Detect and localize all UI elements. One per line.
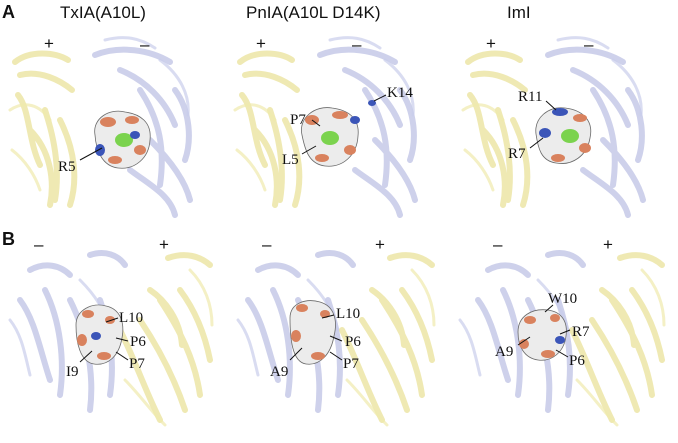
residue-label-l10: L10	[119, 310, 143, 326]
residue-label-r5: R5	[58, 159, 76, 175]
residue-label-k14: K14	[387, 85, 413, 101]
residue-label-p7: P7	[129, 356, 145, 372]
column-title-txia: TxIA(A10L)	[60, 3, 146, 22]
residue-label-i9: I9	[66, 364, 79, 380]
plus-subunit-ribbon	[461, 50, 531, 208]
panel-b-structure-1	[8, 250, 214, 427]
label-leader	[329, 351, 343, 361]
column-title-imi: ImI	[507, 3, 531, 22]
residue-label-r7: R7	[508, 146, 526, 162]
column-title-pnia: PnIA(A10L D14K)	[246, 3, 381, 22]
label-leader	[115, 337, 129, 342]
plus-subunit-ribbon	[569, 252, 666, 427]
plus-sign: +	[375, 235, 385, 254]
residue-label-a9: A9	[495, 344, 513, 360]
minus-sign: –	[34, 235, 44, 254]
minus-sign: –	[493, 235, 503, 254]
plus-subunit-ribbon	[117, 252, 214, 427]
label-leader	[301, 145, 317, 155]
plus-sign: +	[603, 235, 613, 254]
label-leader	[555, 349, 569, 358]
panel-a-structure-imi	[461, 36, 646, 218]
toxin-surface	[94, 110, 151, 169]
minus-sign: –	[584, 35, 594, 54]
residue-label-r11: R11	[518, 89, 542, 105]
label-leader	[79, 147, 103, 161]
label-leader	[559, 329, 571, 335]
toxin-surface	[301, 100, 376, 167]
panel-b-structure-2	[236, 250, 436, 427]
panel-a-label: A	[2, 2, 15, 22]
plus-subunit-ribbon	[233, 50, 303, 208]
label-leader	[311, 119, 321, 127]
plus-sign: +	[44, 34, 54, 53]
residue-label-a9: A9	[270, 364, 288, 380]
label-leader	[289, 347, 303, 361]
residue-label-p6: P6	[130, 334, 146, 350]
residue-label-p7: P7	[290, 112, 306, 128]
panel-a-structure-pnia	[233, 36, 418, 218]
label-leader	[373, 94, 387, 102]
toxin-surface	[289, 300, 336, 365]
residue-label-l5: L5	[282, 152, 299, 168]
panel-b-structure-3	[458, 250, 666, 427]
panel-b-label: B	[2, 229, 15, 249]
minus-subunit-ribbon	[8, 250, 128, 413]
label-leader	[544, 304, 554, 313]
residue-label-w10: W10	[548, 291, 577, 307]
minus-subunit-ribbon	[458, 250, 586, 413]
plus-subunit-ribbon	[8, 50, 78, 208]
toxin-surface	[75, 304, 124, 365]
minus-subunit-ribbon	[236, 250, 356, 413]
label-leader	[115, 351, 129, 361]
residue-label-p6: P6	[345, 334, 361, 350]
minus-sign: –	[140, 35, 150, 54]
minus-sign: –	[352, 35, 362, 54]
residue-label-p6: P6	[569, 353, 585, 369]
plus-subunit-ribbon	[339, 252, 436, 427]
minus-sign: –	[262, 235, 272, 254]
residue-label-r7: R7	[572, 324, 590, 340]
plus-sign: +	[256, 34, 266, 53]
label-leader	[529, 137, 544, 149]
toxin-surface	[535, 107, 592, 164]
residue-label-l10: L10	[336, 306, 360, 322]
label-leader	[545, 100, 557, 111]
label-leader	[105, 317, 119, 323]
minus-subunit-ribbon	[317, 36, 418, 218]
label-leader	[517, 336, 531, 346]
minus-subunit-ribbon	[545, 36, 646, 218]
residue-label-p7: P7	[343, 356, 359, 372]
label-leader	[79, 350, 93, 363]
toxin-surface	[517, 309, 567, 361]
label-leader	[321, 314, 335, 319]
plus-sign: +	[486, 34, 496, 53]
label-leader	[329, 335, 343, 342]
minus-subunit-ribbon	[92, 36, 193, 218]
panel-a-structure-txia	[8, 36, 193, 218]
plus-sign: +	[159, 235, 169, 254]
